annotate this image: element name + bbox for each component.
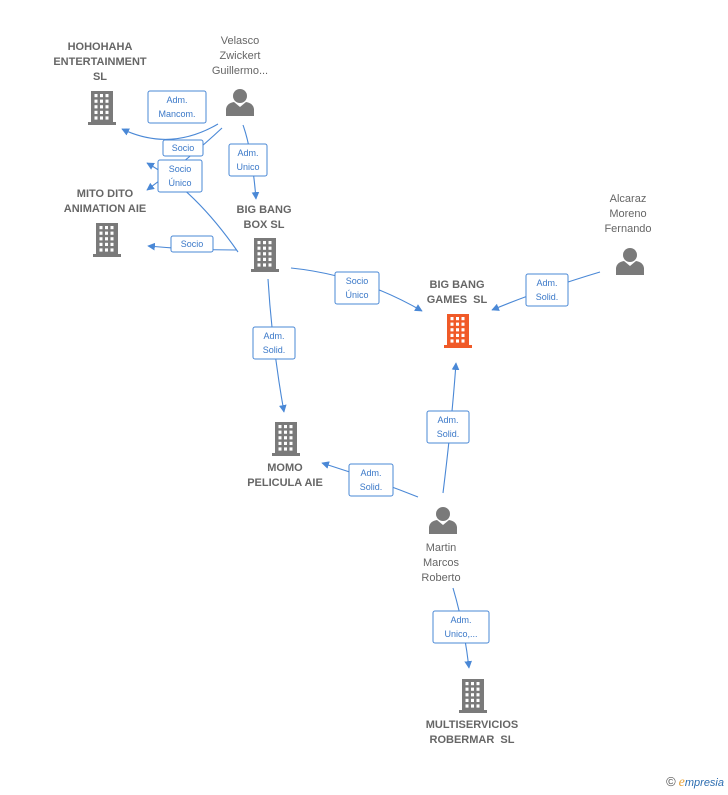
edge-label-e10[interactable]: Adm. Solid.: [348, 463, 394, 497]
edge-label-text: Único: [168, 178, 191, 188]
edge-label-text: Solid.: [263, 345, 286, 355]
edge-label-box: [432, 610, 490, 644]
building-icon-momo[interactable]: [272, 422, 300, 456]
node-label-hohohaha: SL: [93, 71, 107, 83]
edge-label-text: Único: [345, 290, 368, 300]
edge-label-text: Solid.: [360, 482, 383, 492]
person-icon-velasco[interactable]: [226, 89, 254, 116]
node-label-alcaraz: Moreno: [609, 208, 646, 220]
person-icon-martin[interactable]: [429, 507, 457, 534]
edge-label-e4[interactable]: Adm. Unico: [228, 143, 268, 177]
copyright-symbol: ©: [666, 774, 676, 789]
edge-label-text: Solid.: [536, 292, 559, 302]
edge-label-e7[interactable]: Adm. Solid.: [525, 273, 569, 307]
edge-label-text: Unico,...: [444, 629, 477, 639]
edge-label-box: [334, 271, 380, 305]
edge-label-text: Socio: [169, 164, 192, 174]
edge-label-text: Socio: [346, 276, 369, 286]
node-label-bigbangbox: BOX SL: [244, 219, 285, 231]
edge-label-text: Adm.: [437, 415, 458, 425]
edge-label-text: Adm.: [360, 468, 381, 478]
node-label-velasco: Velasco: [221, 35, 260, 47]
node-label-hohohaha: HOHOHAHA: [68, 41, 133, 53]
node-label-martin: Martin: [426, 542, 457, 554]
edge-label-box: [162, 139, 204, 157]
node-label-momo: MOMO: [267, 462, 303, 474]
node-label-martin: Marcos: [423, 557, 460, 569]
node-label-multiservicios: ROBERMAR SL: [430, 734, 515, 746]
edge-label-text: Adm.: [263, 331, 284, 341]
node-label-mitodito: MITO DITO: [77, 188, 134, 200]
node-label-velasco: Guillermo...: [212, 65, 268, 77]
node-label-bigbanggames: GAMES SL: [427, 294, 488, 306]
node-label-momo: PELICULA AIE: [247, 477, 323, 489]
node-label-multiservicios: MULTISERVICIOS: [426, 719, 519, 731]
person-icon-alcaraz[interactable]: [616, 248, 644, 275]
logo-first-letter: e: [678, 775, 685, 790]
edge-arrow-velasco-to-mitodito: [146, 127, 223, 191]
node-label-bigbanggames: BIG BANG: [430, 279, 485, 291]
node-label-mitodito: ANIMATION AIE: [64, 203, 147, 215]
edge-label-box: [228, 143, 268, 177]
building-icon-multiservicios[interactable]: [459, 679, 487, 713]
edge-label-box: [157, 159, 203, 193]
building-icon-bigbangbox[interactable]: [251, 238, 279, 272]
edge-label-e2[interactable]: Socio: [162, 139, 204, 157]
edge-label-box: [147, 90, 207, 124]
edge-label-text: Unico: [236, 162, 259, 172]
edge-label-e9[interactable]: Adm. Solid.: [426, 410, 470, 444]
building-icon-mitodito[interactable]: [93, 223, 121, 257]
edge-label-e11[interactable]: Adm. Unico,...: [432, 610, 490, 644]
edge-arrow-velasco-to-hohohaha: [121, 123, 219, 140]
node-label-hohohaha: ENTERTAINMENT: [53, 56, 147, 68]
edge-label-e8[interactable]: Adm. Solid.: [252, 326, 296, 360]
node-label-bigbangbox: BIG BANG: [237, 204, 292, 216]
edge-label-text: Adm.: [166, 95, 187, 105]
node-label-velasco: Zwickert: [220, 50, 261, 62]
edge-label-text: Adm.: [237, 148, 258, 158]
edge-label-text: Adm.: [536, 278, 557, 288]
building-icon-hohohaha[interactable]: [88, 91, 116, 125]
edge-label-box: [348, 463, 394, 497]
edge-label-box: [170, 235, 214, 253]
edge-label-text: Mancom.: [158, 109, 195, 119]
edge-label-text: Socio: [181, 239, 204, 249]
edge-label-e5[interactable]: Socio: [170, 235, 214, 253]
node-label-martin: Roberto: [421, 572, 460, 584]
edge-label-text: Socio: [172, 143, 195, 153]
edge-label-text: Adm.: [450, 615, 471, 625]
node-label-alcaraz: Alcaraz: [610, 193, 647, 205]
edge-label-e1[interactable]: Adm. Mancom.: [147, 90, 207, 124]
node-label-alcaraz: Fernando: [604, 223, 651, 235]
logo-wordmark: mpresia: [684, 777, 724, 789]
focus-building-icon-bigbanggames[interactable]: [444, 314, 472, 348]
edge-label-box: [252, 326, 296, 360]
empresia-logo: ©empresia: [666, 774, 724, 791]
edge-label-box: [426, 410, 470, 444]
edge-label-box: [525, 273, 569, 307]
edge-label-text: Solid.: [437, 429, 460, 439]
